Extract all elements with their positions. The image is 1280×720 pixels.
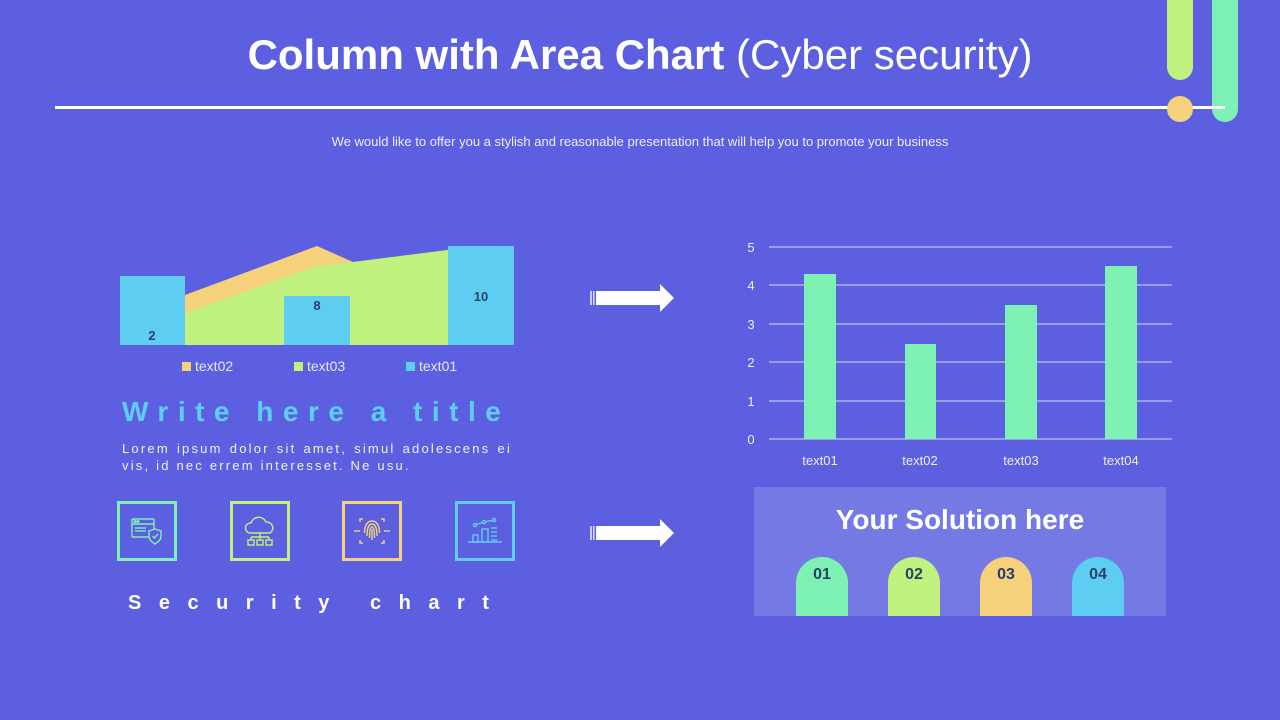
fingerprint-scan-icon: [342, 501, 402, 561]
legend-item-text01: text01: [406, 358, 518, 374]
legend-item-text02: text02: [182, 358, 294, 374]
page-title: Column with Area Chart (Cyber security): [0, 30, 1280, 80]
svg-text:8: 8: [313, 298, 320, 313]
svg-text:text04: text04: [1103, 453, 1138, 468]
bar-text04: [1105, 266, 1137, 439]
solution-item-02: 02: [888, 557, 940, 616]
svg-text:2: 2: [148, 328, 155, 343]
cloud-network-icon: [230, 501, 290, 561]
decorative-bar-lime: [1167, 0, 1193, 80]
svg-text:text03: text03: [1003, 453, 1038, 468]
solution-item-03: 03: [980, 557, 1032, 616]
header-divider: [55, 106, 1225, 109]
svg-text:3: 3: [747, 317, 754, 332]
column-3: [448, 246, 514, 345]
column-1: [120, 276, 185, 345]
arrow-right-icon: [590, 284, 674, 312]
solution-item-04: 04: [1072, 557, 1124, 616]
title-light: (Cyber security): [736, 31, 1033, 78]
decorative-bar-green: [1212, 0, 1238, 122]
solution-title: Your Solution here: [835, 504, 1085, 535]
svg-text:1: 1: [747, 394, 754, 409]
svg-text:text01: text01: [802, 453, 837, 468]
solution-panel: Your Solution here 01 02 03 04: [754, 487, 1166, 616]
chart-legend: text02 text03 text01: [182, 358, 518, 374]
decorative-dot: [1167, 96, 1193, 122]
web-security-shield-icon: [117, 501, 177, 561]
security-chart-label: Security chart: [128, 592, 507, 614]
bar-text02: [905, 344, 936, 439]
page-subtitle: We would like to offer you a stylish and…: [331, 134, 949, 149]
svg-text:5: 5: [747, 240, 754, 255]
bar-text01: [804, 274, 836, 439]
section-title: Write here a title: [122, 396, 511, 427]
title-bold: Column with Area Chart: [247, 31, 725, 78]
column-2: [284, 296, 350, 345]
svg-text:0: 0: [747, 432, 754, 447]
column-area-chart: 2 8 10: [100, 230, 530, 380]
section-body: Lorem ipsum dolor sit amet, simul adoles…: [122, 441, 512, 473]
bar-chart: 5 4 3 2 1 0 text01 text02 text03 text04: [730, 230, 1190, 470]
solution-item-01: 01: [796, 557, 848, 616]
legend-swatch: [406, 361, 415, 371]
arrow-right-icon: [590, 519, 674, 547]
bar-text03: [1005, 305, 1037, 439]
svg-text:text02: text02: [902, 453, 937, 468]
legend-swatch: [182, 361, 191, 371]
legend-swatch: [294, 361, 303, 371]
svg-text:4: 4: [747, 278, 754, 293]
analytics-chart-icon: [455, 501, 515, 561]
svg-text:2: 2: [747, 355, 754, 370]
legend-item-text03: text03: [294, 358, 406, 374]
svg-text:10: 10: [474, 289, 488, 304]
